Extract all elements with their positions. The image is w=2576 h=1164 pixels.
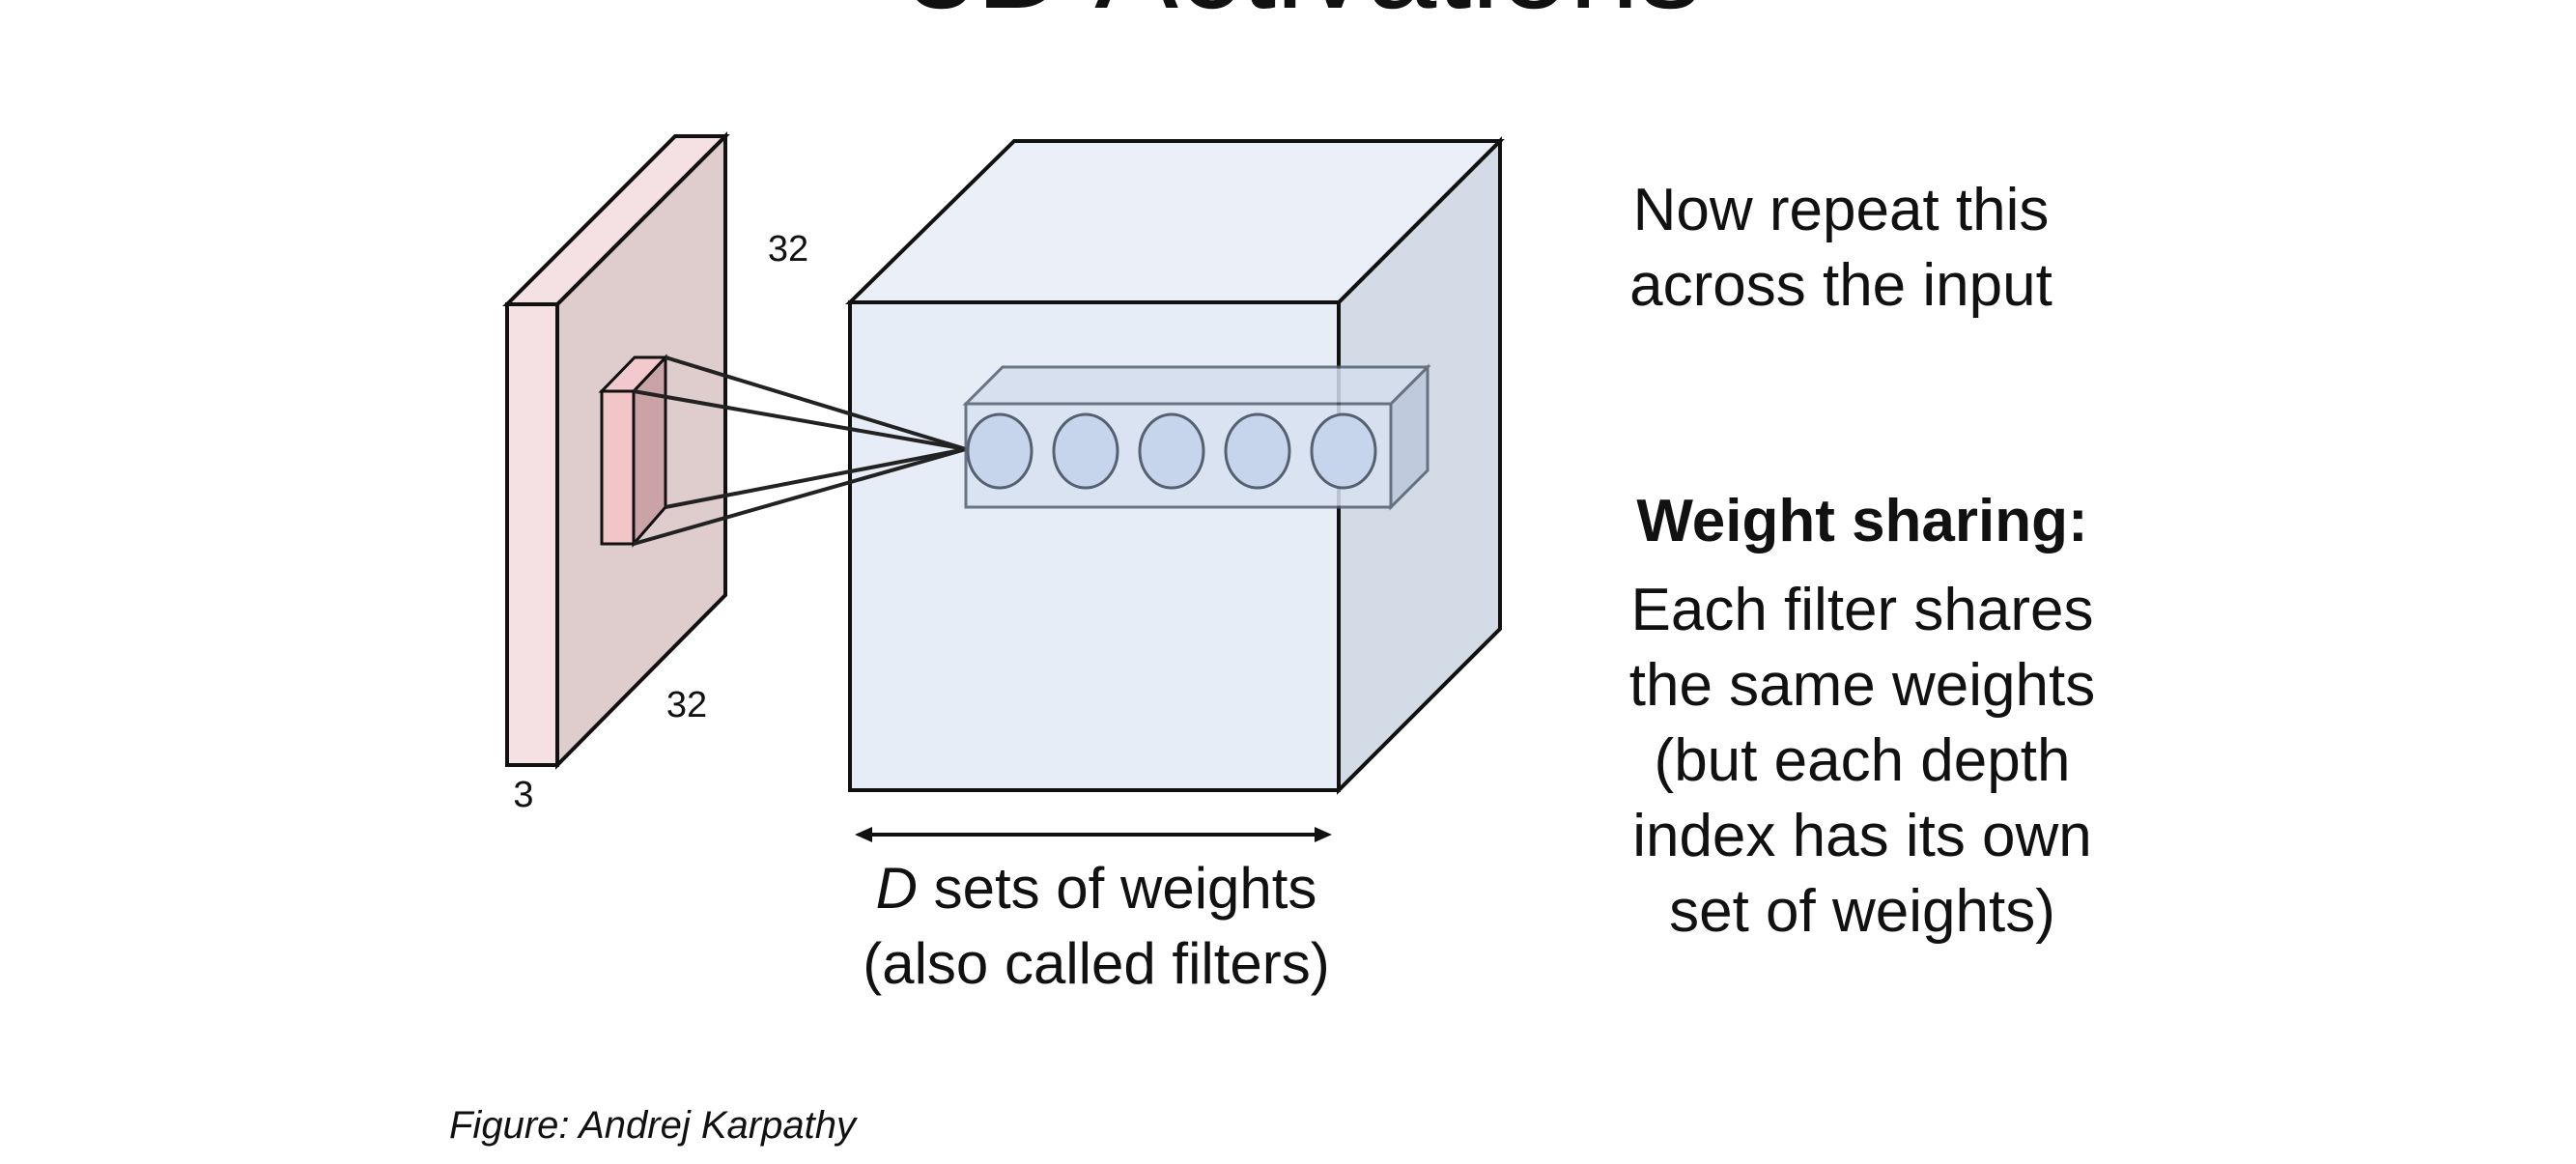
receptive-field xyxy=(598,354,669,549)
neurons xyxy=(966,412,1377,490)
sets-of-weights-label: D sets of weights xyxy=(876,856,1317,921)
figure-caption: Figure: Andrej Karpathy xyxy=(449,1104,859,1147)
weight-sharing-body-5: set of weights) xyxy=(1669,878,2055,945)
slide-title: 3D Activations xyxy=(906,0,1702,35)
weight-sharing-body-4: index has its own xyxy=(1632,803,2092,869)
repeat-line-1: Now repeat this xyxy=(1633,177,2050,243)
neuron xyxy=(1138,412,1205,490)
weight-sharing-body-1: Each filter shares xyxy=(1631,577,2094,643)
weight-sharing-body-3: (but each depth xyxy=(1655,727,2071,794)
weight-sharing-heading: Weight sharing: xyxy=(1636,488,2087,554)
connection-lines xyxy=(633,355,967,546)
input-height-label: 32 xyxy=(768,229,808,270)
neuron xyxy=(1310,412,1377,490)
input-depth-label: 3 xyxy=(513,775,533,815)
input-width-label: 32 xyxy=(666,685,707,725)
neuron xyxy=(1224,412,1291,490)
depth-column xyxy=(962,363,1431,511)
weight-sharing-body-2: the same weights xyxy=(1629,652,2095,719)
depth-arrow xyxy=(855,827,1332,842)
sets-text: sets of weights xyxy=(918,856,1317,921)
neuron xyxy=(966,412,1033,490)
repeat-line-2: across the input xyxy=(1629,252,2052,319)
d-symbol: D xyxy=(876,856,918,921)
neuron xyxy=(1052,412,1119,490)
filters-label: (also called filters) xyxy=(863,931,1330,996)
